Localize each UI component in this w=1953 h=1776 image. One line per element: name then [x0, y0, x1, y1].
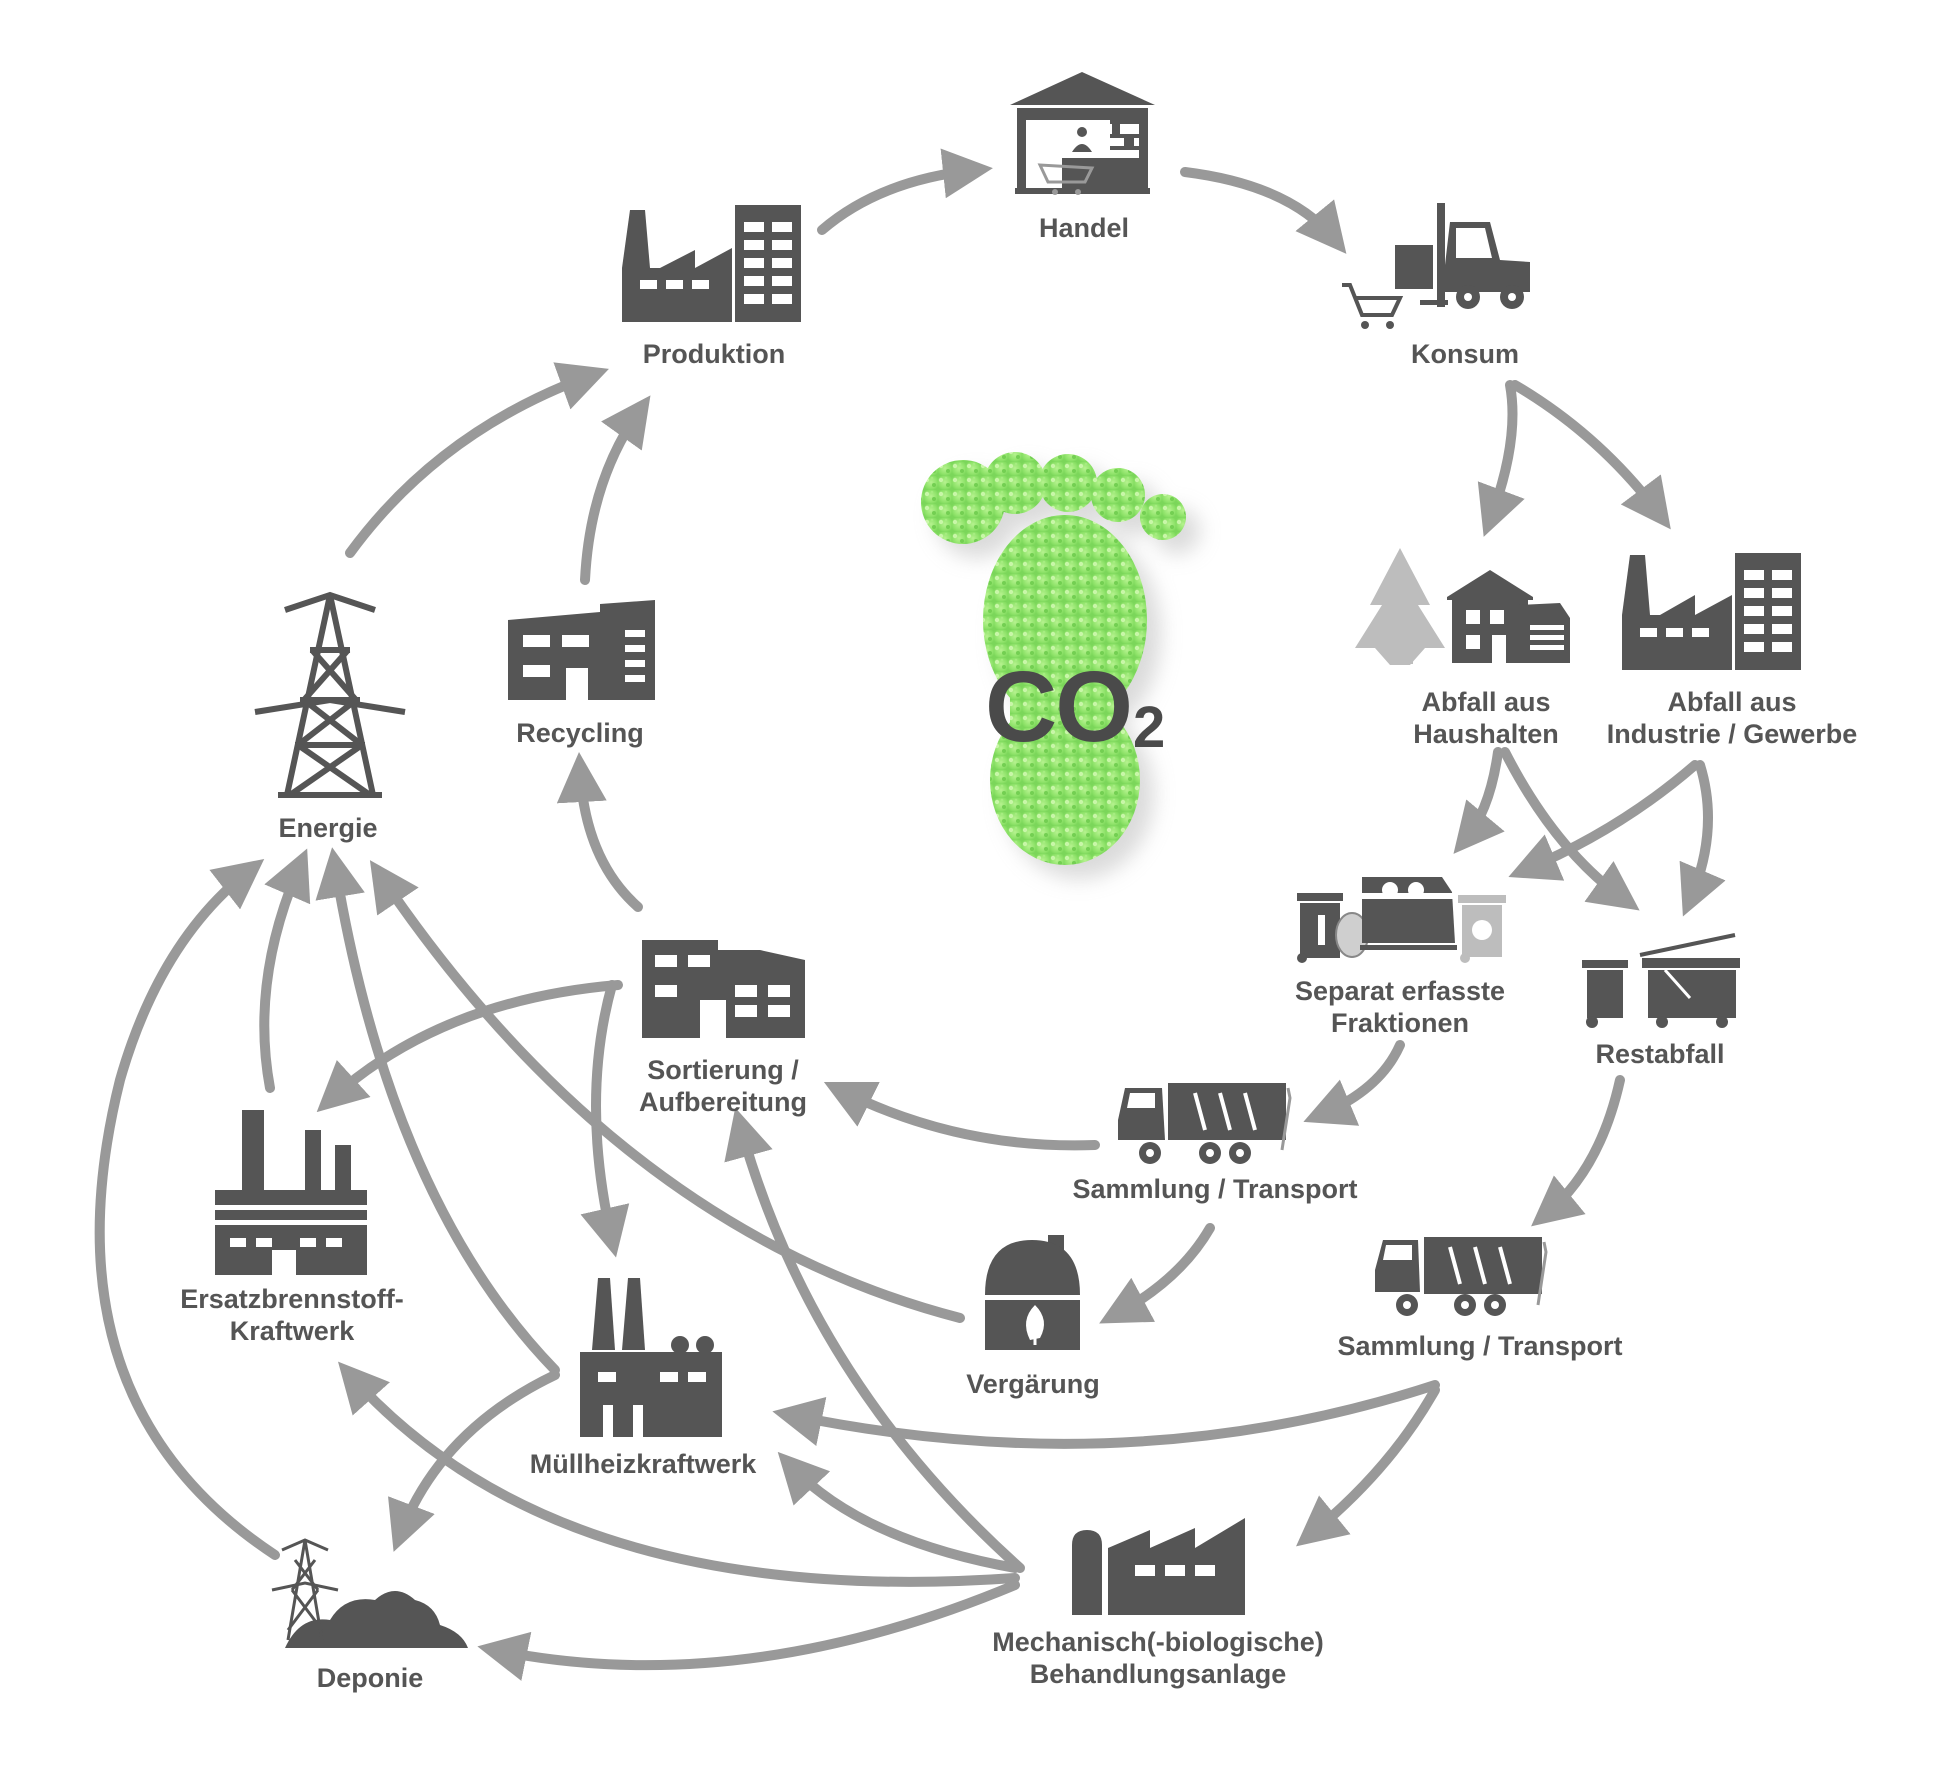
- co2-subscript: 2: [1133, 695, 1166, 760]
- waste-container-icon: [1582, 933, 1740, 1028]
- label-ersatz-line1: Ersatzbrennstoff-: [180, 1284, 404, 1314]
- arrow-recycling-produktion: [580, 395, 651, 585]
- label-konsum: Konsum: [1411, 339, 1519, 369]
- landfill-icon: [271, 1538, 468, 1648]
- arrow-industrie-separat: [1508, 760, 1700, 881]
- shop-icon: [1010, 72, 1155, 195]
- label-mba-line2: Behandlungsanlage: [1029, 1659, 1287, 1689]
- label-muell: Müllheizkraftwerk: [529, 1449, 757, 1479]
- footprint-heel: [990, 695, 1140, 865]
- node-mba: Mechanisch(-biologische) Behandlungsanla…: [992, 1626, 1324, 1690]
- label-haushalte-line2: Haushalten: [1413, 719, 1559, 749]
- node-produktion: Produktion: [643, 338, 786, 370]
- label-ersatz-line2: Kraftwerk: [229, 1316, 355, 1346]
- arrow-muell-energie: [315, 847, 560, 1375]
- label-recycling: Recycling: [516, 718, 644, 748]
- arrow-haushalte-separat: [1453, 747, 1505, 854]
- label-sammlung-2: Sammlung / Transport: [1337, 1331, 1623, 1361]
- arrow-vergaerung-energie: [369, 860, 965, 1323]
- incinerator-icon: [580, 1278, 722, 1437]
- biogas-digester-icon: [985, 1235, 1080, 1350]
- garbage-truck-icon: [1118, 1083, 1292, 1164]
- forklift-cart-icon: [1342, 203, 1530, 329]
- arrow-sammlung-sortierung: [823, 1081, 1100, 1151]
- node-muell: Müllheizkraftwerk: [530, 1448, 757, 1480]
- arrow-mba-sortierung: [724, 1107, 1025, 1573]
- arrow-separat-sammlung: [1303, 1040, 1405, 1126]
- label-separat-line1: Separat erfasste: [1294, 976, 1506, 1006]
- node-restabfall: Restabfall: [1595, 1038, 1724, 1070]
- arrow-mba-deponie: [477, 1580, 1020, 1681]
- node-sammlung-2: Sammlung / Transport: [1337, 1330, 1622, 1362]
- arrow-konsum-industrie: [1510, 380, 1671, 530]
- node-sammlung-1: Sammlung / Transport: [1072, 1173, 1357, 1205]
- arrow-sammlung-mba: [1296, 1385, 1440, 1547]
- co2-footprint: [921, 452, 1200, 879]
- label-industrie-line2: Industrie / Gewerbe: [1606, 719, 1858, 749]
- arrow-sortierung-recycling: [556, 752, 643, 912]
- node-sortierung: Sortierung / Aufbereitung: [639, 1054, 807, 1118]
- node-haushalte: Abfall aus Haushalten: [1413, 686, 1559, 750]
- label-separat-line2: Fraktionen: [1330, 1008, 1470, 1038]
- arrow-deponie-energie: [94, 858, 280, 1560]
- arrow-produktion-handel: [817, 148, 993, 235]
- label-produktion: Produktion: [642, 339, 786, 369]
- flow-arrows: [94, 148, 1726, 1681]
- factory-icon: [1622, 553, 1801, 670]
- node-energie: Energie: [278, 812, 377, 844]
- co2-main: CO: [985, 651, 1133, 763]
- label-mba-line1: Mechanisch(-biologische): [992, 1627, 1324, 1657]
- arrow-energie-produktion: [345, 362, 609, 558]
- footprint-toe: [921, 460, 1005, 544]
- node-vergaerung: Vergärung: [966, 1368, 1100, 1400]
- arrow-mba-muell: [777, 1451, 1020, 1573]
- waste-bins-icon: [1297, 877, 1506, 963]
- label-vergaerung: Vergärung: [966, 1369, 1100, 1399]
- arrow-sammlung-muell: [772, 1380, 1440, 1449]
- arrow-muell-deponie: [388, 1370, 560, 1552]
- co2-label: CO2: [985, 650, 1165, 765]
- label-deponie: Deponie: [316, 1663, 424, 1693]
- power-plant-icon: [215, 1110, 367, 1275]
- label-industrie-line1: Abfall aus: [1667, 687, 1797, 717]
- arrow-industrie-restabfall: [1679, 760, 1726, 917]
- arrow-ersatz-energie: [259, 848, 311, 1093]
- label-sortierung-line2: Aufbereitung: [639, 1087, 807, 1117]
- node-industrie: Abfall aus Industrie / Gewerbe: [1607, 686, 1858, 750]
- arrow-sortierung-ersatz: [316, 980, 623, 1113]
- house-tree-icon: [1355, 548, 1570, 665]
- label-haushalte-line1: Abfall aus: [1421, 687, 1551, 717]
- garbage-truck-icon: [1375, 1237, 1548, 1316]
- node-ersatz: Ersatzbrennstoff- Kraftwerk: [180, 1283, 404, 1347]
- label-restabfall: Restabfall: [1595, 1039, 1725, 1069]
- arrow-konsum-haushalte: [1477, 380, 1525, 537]
- node-recycling: Recycling: [516, 717, 644, 749]
- arrow-sammlung-vergaerung: [1099, 1223, 1215, 1324]
- label-sortierung-line1: Sortierung /: [647, 1055, 799, 1085]
- label-sammlung-1: Sammlung / Transport: [1072, 1174, 1358, 1204]
- arrow-mba-ersatz: [337, 1361, 1020, 1587]
- label-handel: Handel: [1038, 213, 1130, 243]
- building-icon: [508, 600, 655, 700]
- node-konsum: Konsum: [1411, 338, 1519, 370]
- arrow-handel-konsum: [1180, 167, 1347, 254]
- sorting-plant-icon: [642, 940, 805, 1038]
- node-deponie: Deponie: [317, 1662, 424, 1694]
- node-handel: Handel: [1039, 212, 1129, 244]
- node-separat: Separat erfasste Fraktionen: [1295, 975, 1505, 1039]
- arrow-sortierung-muell: [580, 980, 630, 1258]
- treatment-plant-icon: [1072, 1518, 1245, 1615]
- factory-icon: [622, 205, 801, 322]
- power-pylon-icon: [254, 591, 406, 798]
- arrow-restabfall-sammlung: [1531, 1075, 1625, 1227]
- label-energie: Energie: [278, 813, 378, 843]
